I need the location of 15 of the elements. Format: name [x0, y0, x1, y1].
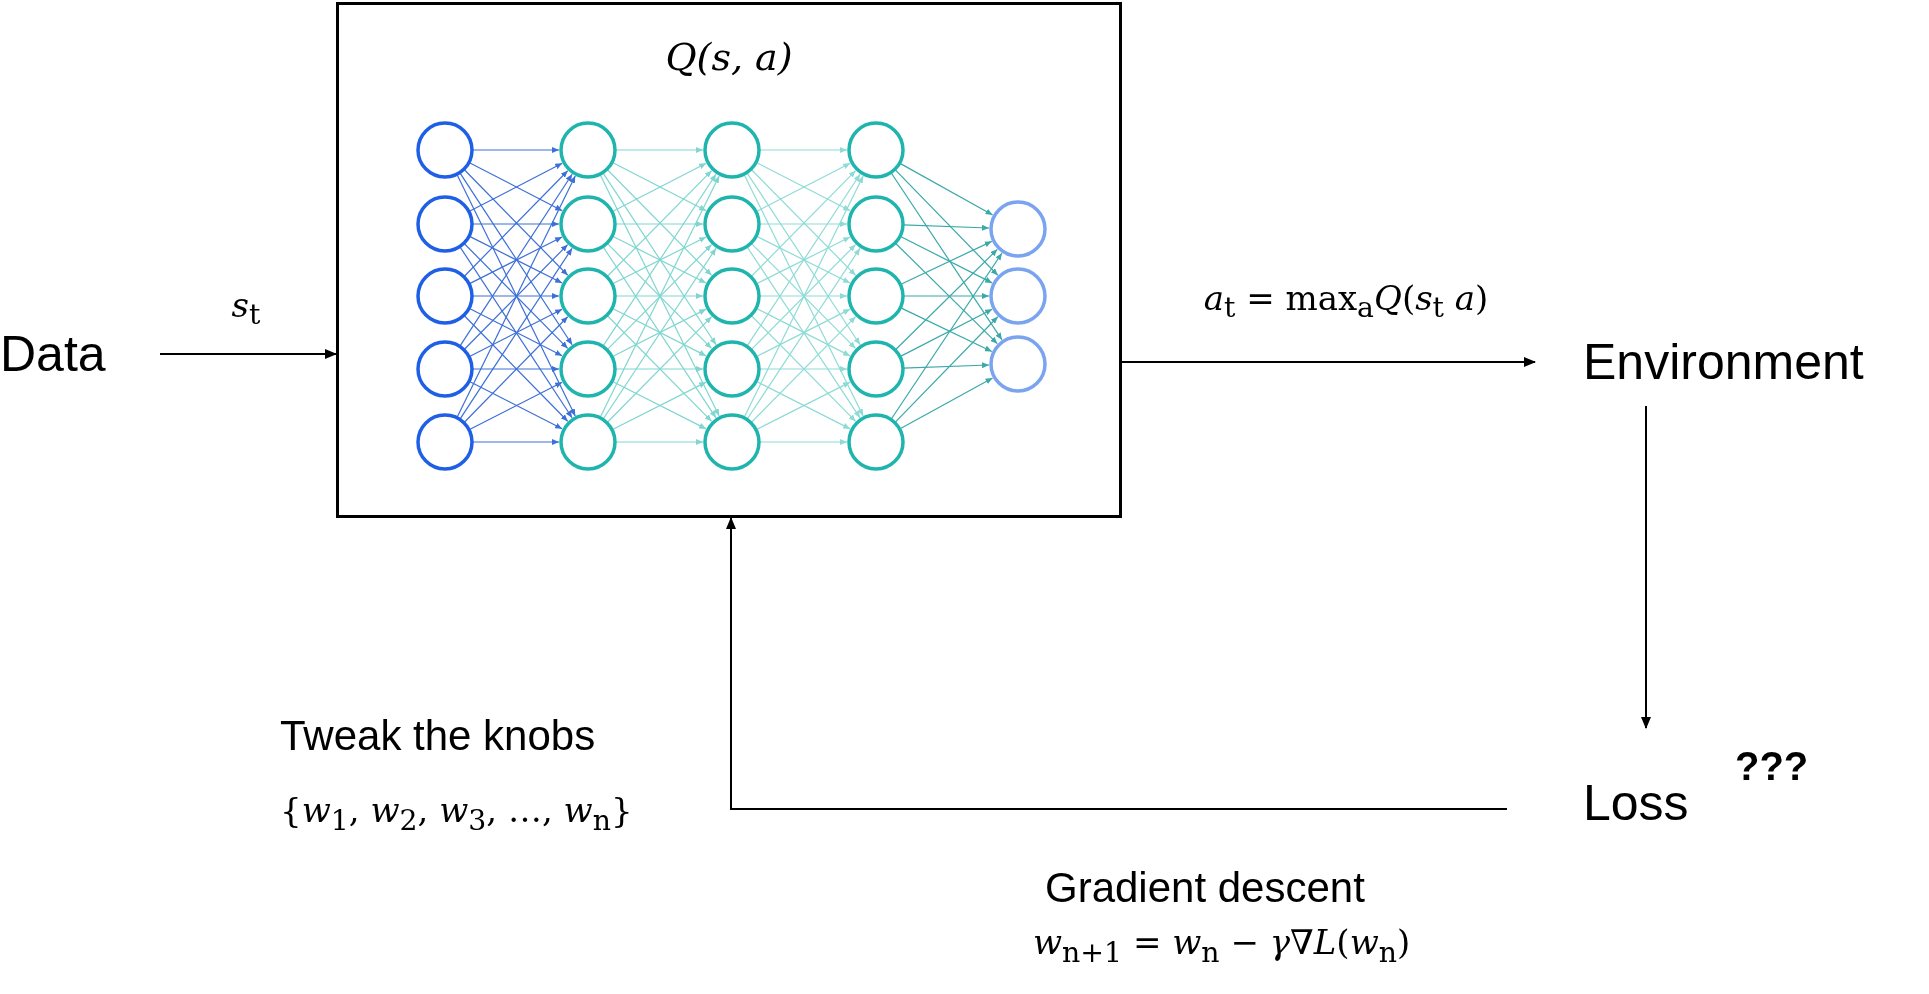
edge-label: a$_{t}$ = max$_{a}$Q(s$_{t}$ a) [1203, 277, 1489, 325]
arrow [1121, 357, 1536, 367]
arrow [159, 349, 337, 359]
question-marks: ??? [1735, 744, 1809, 789]
formula-title: Q(s, a) [664, 35, 794, 79]
formula-text: w$_{n+1}$ = w$_{n}$ − γ∇L(w$_{n}$) [1033, 922, 1411, 969]
annotation-text: Gradient descent [1045, 864, 1365, 912]
arrow [726, 517, 1508, 810]
node-label: Data [0, 325, 106, 383]
annotation-text: Tweak the knobs [280, 712, 596, 760]
arrow [1641, 405, 1651, 729]
node-label: Loss [1583, 774, 1689, 832]
edge-label: s$_{t}$ [231, 284, 261, 332]
formula-text: {w$_{1}$, w$_{2}$, w$_{3}$, …, w$_{n}$} [280, 790, 633, 837]
node-label: Environment [1583, 333, 1864, 391]
